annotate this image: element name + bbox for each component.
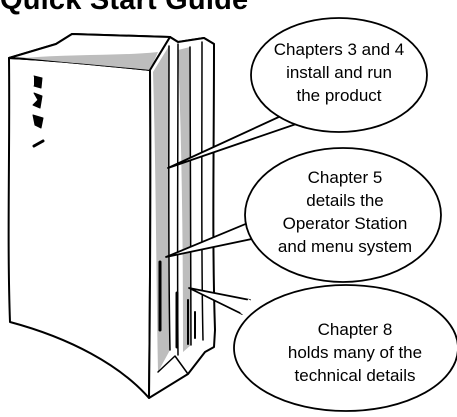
callout-2-line-4: and menu system bbox=[255, 235, 435, 258]
callout-1-line-3: the product bbox=[264, 84, 414, 107]
callout-2-line-2: details the bbox=[255, 189, 435, 212]
callout-3-text: Chapter 8 holds many of the technical de… bbox=[265, 318, 445, 387]
callout-3-line-2: holds many of the bbox=[265, 341, 445, 364]
callout-2-line-3: Operator Station bbox=[255, 212, 435, 235]
callout-2-line-1: Chapter 5 bbox=[255, 166, 435, 189]
callout-1-text: Chapters 3 and 4 install and run the pro… bbox=[264, 38, 414, 107]
callout-3-line-3: technical details bbox=[265, 364, 445, 387]
callout-1-line-1: Chapters 3 and 4 bbox=[264, 38, 414, 61]
book-cover bbox=[9, 58, 151, 398]
callout-2-text: Chapter 5 details the Operator Station a… bbox=[255, 166, 435, 258]
book-icon bbox=[9, 34, 215, 398]
callout-3-line-1: Chapter 8 bbox=[265, 318, 445, 341]
callout-1-line-2: install and run bbox=[264, 61, 414, 84]
